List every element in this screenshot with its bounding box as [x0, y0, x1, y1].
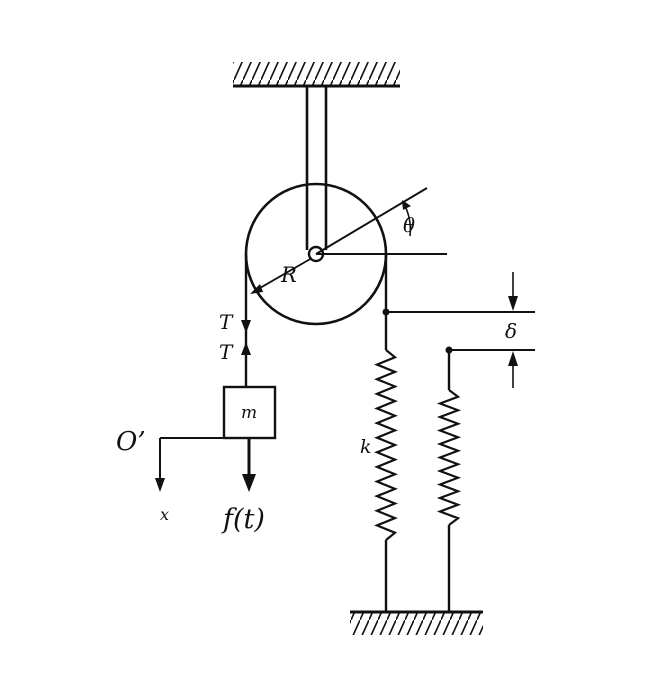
- spring-unstretched-coil: [436, 389, 462, 526]
- spring-stretched: [374, 312, 398, 612]
- delta-dimension: [386, 272, 535, 388]
- ceiling-support: [233, 62, 400, 88]
- origin-label: O’: [116, 427, 146, 457]
- theta-arrowhead: [402, 200, 411, 210]
- tension-up-arrow: [241, 342, 251, 355]
- radius-label: R: [280, 263, 297, 287]
- ground-hatch: [350, 613, 483, 635]
- ceiling-hatch: [233, 62, 400, 86]
- radius-line: [252, 257, 313, 293]
- force-label: f(t): [221, 504, 265, 535]
- x-axis-arrowhead: [155, 478, 165, 492]
- tension-down-arrow: [241, 320, 251, 333]
- delta-label: δ: [505, 319, 517, 343]
- ground-support: [350, 610, 483, 635]
- tension-top-label: T: [219, 310, 234, 334]
- force-arrowhead: [242, 474, 256, 492]
- mass-label: m: [241, 403, 257, 423]
- theta-label: θ: [403, 213, 415, 237]
- delta-arrow-up: [508, 351, 518, 366]
- pulley-rod: [305, 86, 328, 250]
- radius-arrowhead: [250, 284, 263, 294]
- delta-arrow-down: [508, 296, 518, 311]
- spring-stretched-coil: [374, 349, 398, 541]
- theta-radial-line: [315, 187, 428, 255]
- spring-constant-label: k: [360, 436, 372, 458]
- spring-unstretched: [436, 346, 462, 612]
- tension-bottom-label: T: [219, 340, 234, 364]
- x-axis-label: x: [160, 505, 169, 524]
